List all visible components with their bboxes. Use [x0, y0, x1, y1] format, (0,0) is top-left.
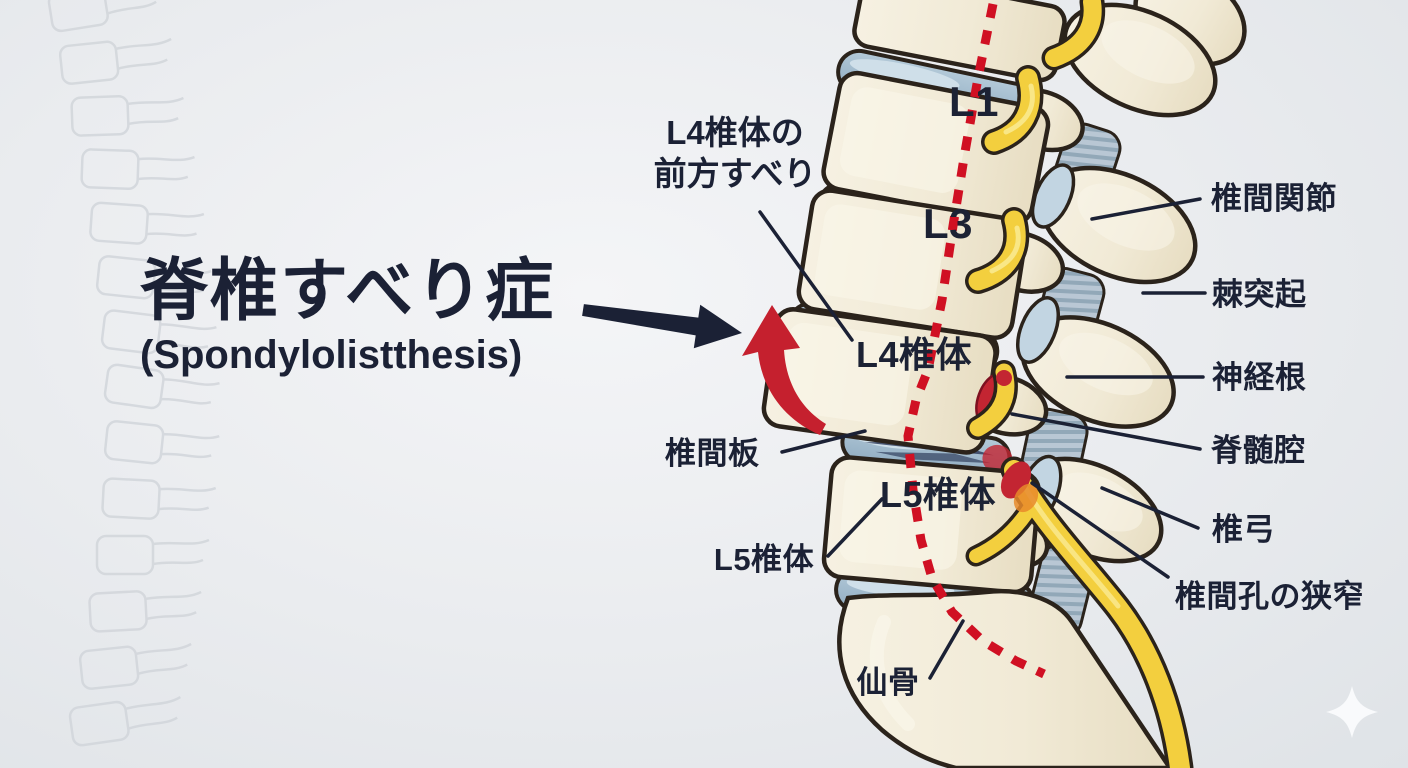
slip-direction-arrow-icon [742, 305, 826, 435]
label-l5-body-left: L5椎体 [713, 542, 815, 577]
label-spinous-process: 棘突起 [1212, 277, 1307, 312]
spinous-highlights [1057, 20, 1195, 532]
label-vertebral-arch: 椎弓 [1212, 512, 1275, 547]
label-vertebra-l4: L4椎体 [855, 334, 973, 375]
label-facet-joint: 椎間関節 [1211, 181, 1337, 216]
sparkle-icon [1326, 686, 1378, 738]
leader-sacrum [928, 619, 965, 680]
callout-slip-line2: 前方すべり [653, 155, 817, 193]
compressed-nerve-root-l4l5 [966, 360, 1018, 440]
leader-canal [1010, 412, 1202, 451]
page-title: 脊椎すべり症 [140, 253, 556, 329]
alignment-dotted-line [903, 3, 1046, 679]
label-foraminal-stenosis: 椎間孔の狭窄 [1175, 579, 1364, 614]
title-block: 脊椎すべり症 (Spondylolistthesis) [140, 253, 556, 378]
pointer-arrow-icon [582, 304, 742, 349]
leader-facet [1090, 197, 1202, 221]
label-vertebra-l3: L3 [922, 200, 974, 247]
label-vertebra-l5: L5椎体 [879, 474, 997, 515]
leader-foramen [1030, 481, 1170, 579]
label-nerve-root: 神経根 [1212, 360, 1307, 395]
vertebra-l1 [821, 70, 1051, 226]
callout-anterior-slip: L4椎体の 前方すべり [654, 112, 817, 195]
vertebra-l4-slipped [761, 307, 998, 455]
leader-l5-left [826, 497, 884, 558]
compressed-nerve-root-l5s1 [965, 456, 1194, 768]
page-subtitle: (Spondylolistthesis) [140, 333, 523, 378]
label-sacrum: 仙骨 [856, 665, 920, 700]
vertebral-bodies [761, 0, 1173, 768]
nerve-roots [965, 0, 1194, 768]
leader-disc [780, 429, 867, 454]
sacrum-bone [837, 588, 1173, 768]
label-vertebra-l1: L1 [948, 78, 1000, 125]
callout-slip-line1: L4椎体の [666, 114, 804, 151]
leader-slip [758, 210, 854, 342]
vertebra-l3 [796, 188, 1028, 340]
label-spinal-canal: 脊髄腔 [1211, 433, 1306, 468]
leader-arch [1100, 486, 1200, 530]
label-disc: 椎間板 [665, 436, 760, 471]
leader-lines [758, 197, 1207, 680]
